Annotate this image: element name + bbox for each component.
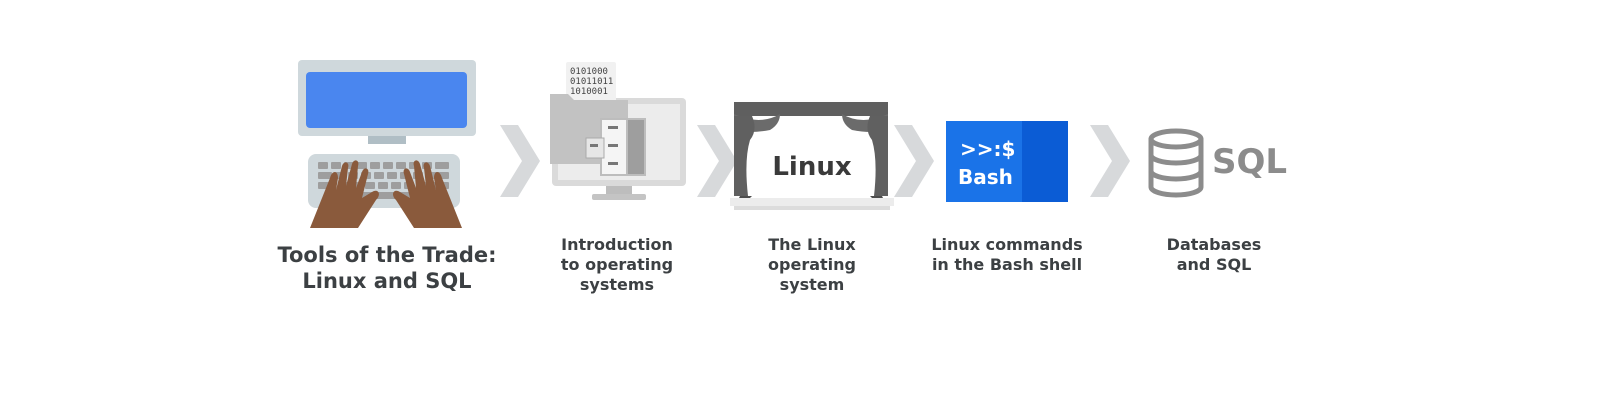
database-sql-icon: SQL [1146, 128, 1288, 198]
step-label-databases-sql: Databases and SQL [1134, 235, 1294, 275]
label-line: system [779, 275, 845, 294]
label-line: Tools of the Trade: [277, 243, 497, 267]
label-line: Linux commands [931, 235, 1083, 254]
chevron-right-icon [1090, 125, 1130, 197]
step-label-linux-operating-system: The Linux operating system [732, 235, 892, 295]
bash-text: Bash [958, 165, 1013, 189]
label-line: The Linux [768, 235, 856, 254]
label-line: systems [579, 275, 655, 294]
computer-hands-icon [298, 60, 476, 228]
label-line: and SQL [1176, 255, 1252, 274]
sql-text: SQL [1212, 142, 1288, 182]
linux-stage-text: Linux [772, 152, 852, 182]
label-line: Databases [1166, 235, 1262, 254]
label-line: to operating [560, 255, 674, 274]
chevron-right-icon [697, 125, 737, 197]
label-line: Linux and SQL [302, 269, 472, 293]
label-line: operating [768, 255, 856, 274]
bash-terminal-icon: >>:$ Bash [946, 121, 1068, 202]
linux-stage-icon: Linux [730, 100, 894, 212]
step-label-tools-of-the-trade: Tools of the Trade: Linux and SQL [270, 242, 504, 294]
computer-files-icon: 0101000 01011011 1010001 [550, 62, 686, 200]
step-label-bash-commands: Linux commands in the Bash shell [922, 235, 1092, 275]
label-line: Introduction [561, 235, 673, 254]
label-line: in the Bash shell [931, 255, 1083, 274]
step-label-intro-operating-systems: Introduction to operating systems [536, 235, 698, 295]
binary-line: 1010001 [570, 87, 608, 97]
binary-line: 01011011 [570, 77, 613, 87]
chevron-right-icon [894, 125, 934, 197]
binary-line: 0101000 [570, 67, 608, 77]
bash-prompt: >>:$ [960, 137, 1016, 161]
chevron-right-icon [500, 125, 540, 197]
